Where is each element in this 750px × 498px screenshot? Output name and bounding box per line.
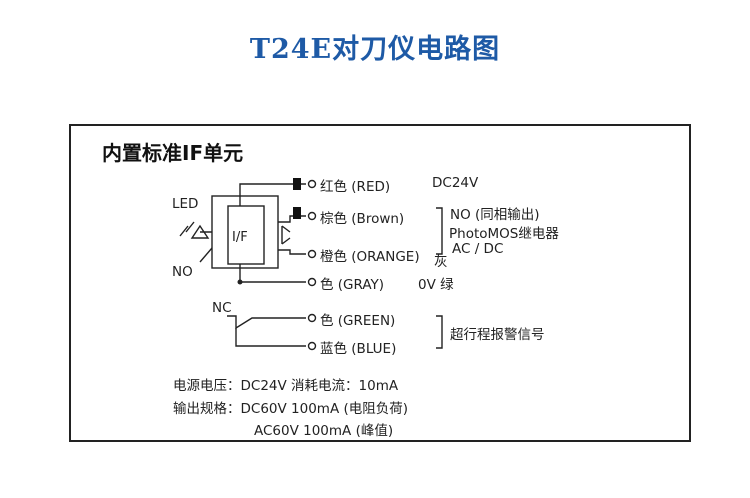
- wire-label-orange: 橙色 (ORANGE): [320, 249, 420, 265]
- wire-note-red: DC24V: [432, 175, 479, 191]
- spec-line-3: AC60V 100mA (峰值): [254, 423, 394, 439]
- brown-terminal: [307, 211, 317, 221]
- red-terminal: [307, 179, 317, 189]
- page-title: T24E对刀仪电路图: [249, 34, 501, 65]
- led-label: LED: [172, 196, 199, 212]
- wire-note-orange: 灰: [434, 254, 448, 270]
- led-ray-1: [185, 221, 195, 233]
- if-label: I/F: [232, 230, 248, 245]
- wire-orange: [278, 249, 306, 255]
- relay-note: PhotoMOS继电器: [449, 226, 559, 242]
- wire-label-gray: 色 (GRAY): [320, 277, 385, 293]
- led-ray-2: [179, 225, 189, 237]
- no-label: NO: [172, 264, 193, 280]
- brown-terminal-block: [293, 207, 301, 219]
- spec-line-1: 电源电压：DC24V 消耗电流：10mA: [173, 378, 399, 394]
- if-unit-box: [227, 205, 265, 265]
- wire-note-brown: NO (同相输出): [450, 207, 540, 223]
- spec-line-2: 输出规格：DC60V 100mA (电阻负荷): [173, 401, 409, 417]
- brace-alarm: [436, 315, 443, 349]
- photomos-symbol: [281, 225, 291, 245]
- gray-terminal: [307, 277, 317, 287]
- blue-terminal: [307, 341, 317, 351]
- acdc-note: AC / DC: [452, 241, 504, 257]
- red-terminal-block: [293, 178, 301, 190]
- circuit-panel: 内置标准IF单元: [69, 124, 691, 442]
- wire-label-brown: 棕色 (Brown): [320, 211, 405, 227]
- gray-junction: [237, 279, 243, 285]
- wire-red: [239, 183, 306, 206]
- wire-nc-bottom: [235, 328, 306, 347]
- green-terminal: [307, 313, 317, 323]
- brace-relay: [436, 207, 443, 255]
- led-symbol: [190, 224, 212, 239]
- panel-heading: 内置标准IF单元: [102, 141, 244, 165]
- led-lead: [199, 247, 213, 263]
- wire-note-gray: 0V 绿: [418, 277, 454, 293]
- wire-label-blue: 蓝色 (BLUE): [320, 341, 397, 357]
- wire-label-green: 色 (GREEN): [320, 313, 396, 329]
- nc-label: NC: [212, 300, 232, 316]
- wire-label-red: 红色 (RED): [320, 179, 391, 195]
- alarm-note: 超行程报警信号: [450, 327, 545, 343]
- orange-terminal: [307, 249, 317, 259]
